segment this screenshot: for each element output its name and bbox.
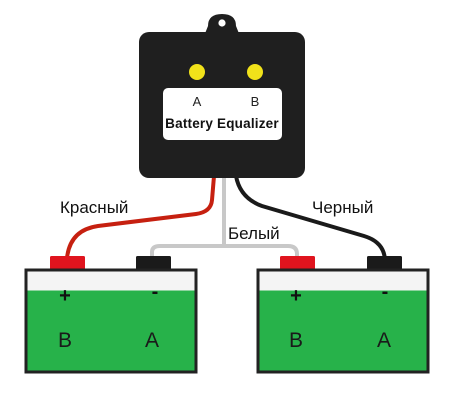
red-wire: [65, 174, 216, 260]
led-b: [247, 64, 263, 80]
plus-sign: +: [290, 285, 302, 307]
terminal-negative: [136, 256, 171, 271]
battery-left: + - B A: [24, 256, 198, 374]
minus-sign: -: [152, 281, 159, 303]
device-title: Battery Equalizer: [165, 116, 279, 131]
minus-sign: -: [382, 281, 389, 303]
battery-letter-a: A: [145, 329, 159, 352]
white-wire-label: Белый: [228, 224, 280, 243]
mounting-hole: [218, 19, 226, 27]
wires: [65, 174, 387, 262]
black-wire: [234, 174, 387, 262]
battery-letter-a: A: [377, 329, 391, 352]
terminal-positive: [280, 256, 315, 271]
led-a-label: A: [193, 94, 202, 109]
equalizer-device: A B Battery Equalizer: [139, 14, 305, 178]
battery-letter-b: B: [289, 329, 303, 352]
white-wire-branches: [150, 244, 299, 262]
battery-right: + - B A: [256, 256, 430, 374]
terminal-negative: [367, 256, 402, 271]
plus-sign: +: [59, 285, 71, 307]
red-wire-label: Красный: [60, 198, 128, 217]
led-b-label: B: [251, 94, 260, 109]
battery-top: [27, 271, 195, 291]
battery-letter-b: B: [58, 329, 72, 352]
battery-top: [259, 271, 427, 291]
device-label-plate: [163, 88, 282, 140]
led-a: [189, 64, 205, 80]
black-wire-label: Черный: [312, 198, 373, 217]
terminal-positive: [50, 256, 85, 271]
